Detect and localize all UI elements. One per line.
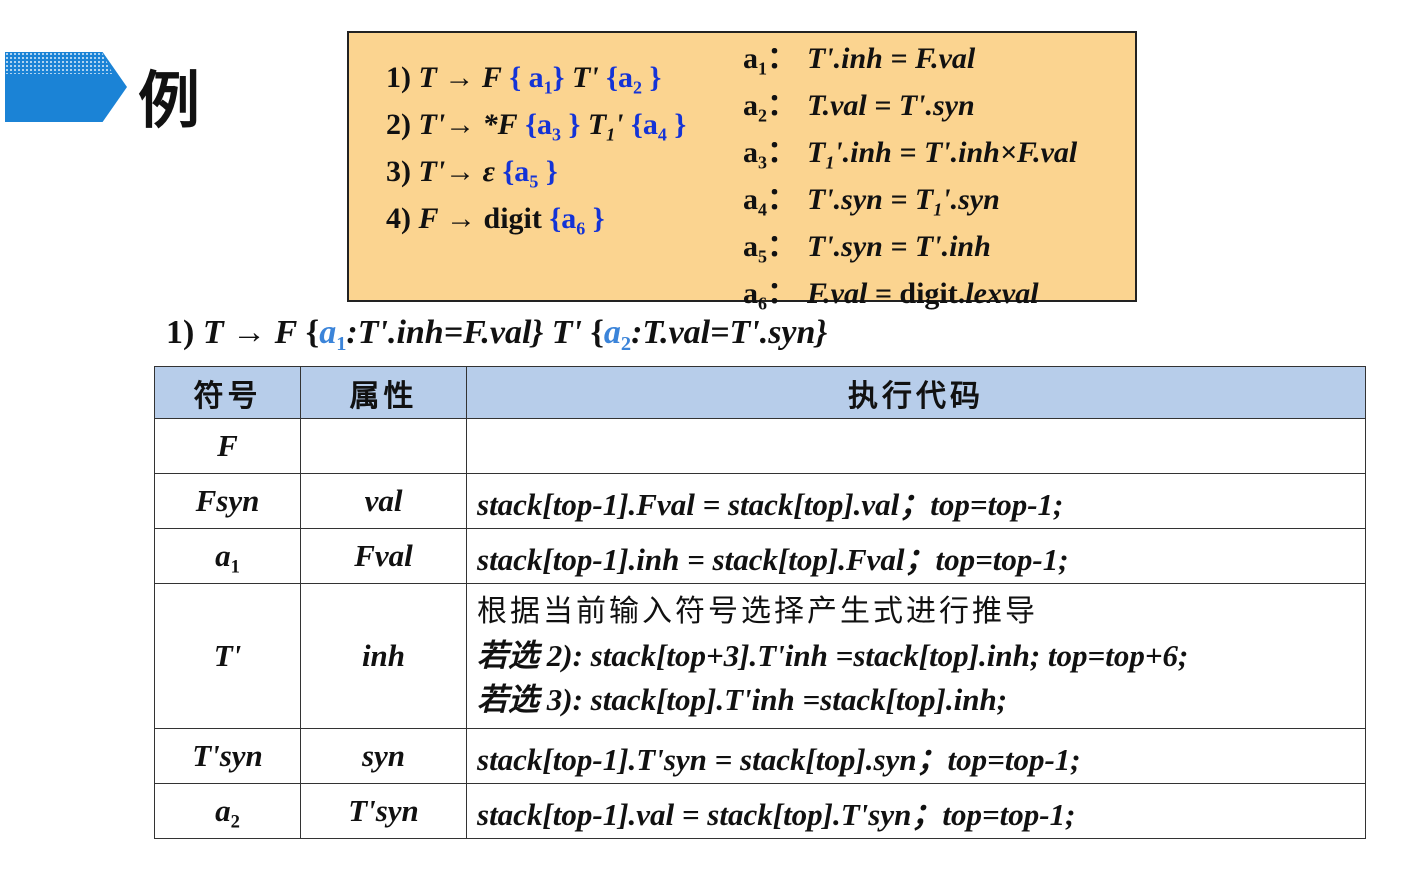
production-1: 1) T → F { a1} T' {a2 } (386, 61, 662, 98)
table-row: T'syn syn stack[top-1].T'syn = stack[top… (154, 728, 1366, 784)
table-row: T' inh 根据当前输入符号选择产生式进行推导 若选 2): stack[to… (154, 583, 1366, 729)
code-cell: stack[top-1].val = stack[top].T'syn；top=… (466, 783, 1366, 839)
table-row: a2 T'syn stack[top-1].val = stack[top].T… (154, 783, 1366, 839)
action-a2: a2：T.val = T'.syn (743, 89, 975, 126)
code-line: 根据当前输入符号选择产生式进行推导 (477, 594, 1038, 629)
action-a3: a3：T1'.inh = T'.inh×F.val (743, 136, 1078, 173)
production-3: 3) T'→ ε {a5 } (386, 155, 558, 192)
code-cell: stack[top-1].Fval = stack[top].val；top=t… (466, 473, 1366, 529)
code-line: 若选 2): stack[top+3].T'inh =stack[top].in… (477, 638, 1189, 673)
attribute-cell (300, 418, 467, 474)
code-line: 若选 3): stack[top].T'inh =stack[top].inh; (477, 682, 1008, 717)
header-exec-code: 执行代码 (466, 366, 1366, 419)
attribute-cell: inh (300, 583, 467, 729)
table-row: F (154, 418, 1366, 474)
attribute-cell: syn (300, 728, 467, 784)
symbol-cell: a1 (154, 528, 301, 584)
symbol-cell: a2 (154, 783, 301, 839)
attribute-cell: val (300, 473, 467, 529)
symbol-cell: T' (154, 583, 301, 729)
code-cell: stack[top-1].inh = stack[top].Fval；top=t… (466, 528, 1366, 584)
table-row: a1 Fval stack[top-1].inh = stack[top].Fv… (154, 528, 1366, 584)
code-cell: stack[top-1].T'syn = stack[top].syn；top=… (466, 728, 1366, 784)
production-2: 2) T'→ *F {a3 } T1' {a4 } (386, 108, 687, 145)
rule-1-line: 1) T → F {a1:T'.inh=F.val} T' {a2:T.val=… (166, 314, 828, 356)
page-heading: 例 (138, 64, 201, 137)
table-header-row: 符号 属性 执行代码 (154, 366, 1366, 419)
action-a4: a4：T'.syn = T1'.syn (743, 183, 1000, 220)
attribute-cell: Fval (300, 528, 467, 584)
code-cell (466, 418, 1366, 474)
action-a6: a6：F.val = digit.lexval (743, 277, 1039, 314)
attribute-cell: T'syn (300, 783, 467, 839)
symbol-cell: Fsyn (154, 473, 301, 529)
arrow-texture (5, 52, 113, 74)
action-a5: a5：T'.syn = T'.inh (743, 230, 991, 267)
header-attribute: 属性 (300, 366, 467, 419)
action-a1: a1：T'.inh = F.val (743, 42, 976, 79)
code-cell: 根据当前输入符号选择产生式进行推导 若选 2): stack[top+3].T'… (466, 583, 1366, 729)
symbol-cell: F (154, 418, 301, 474)
execution-table: 符号 属性 执行代码 F Fsyn val stack[top-1].Fval … (154, 366, 1366, 839)
table-row: Fsyn val stack[top-1].Fval = stack[top].… (154, 473, 1366, 529)
header-symbol: 符号 (154, 366, 301, 419)
grammar-box: 1) T → F { a1} T' {a2 } 2) T'→ *F {a3 } … (347, 31, 1137, 312)
symbol-cell: T'syn (154, 728, 301, 784)
production-4: 4) F → digit {a6 } (386, 202, 605, 239)
